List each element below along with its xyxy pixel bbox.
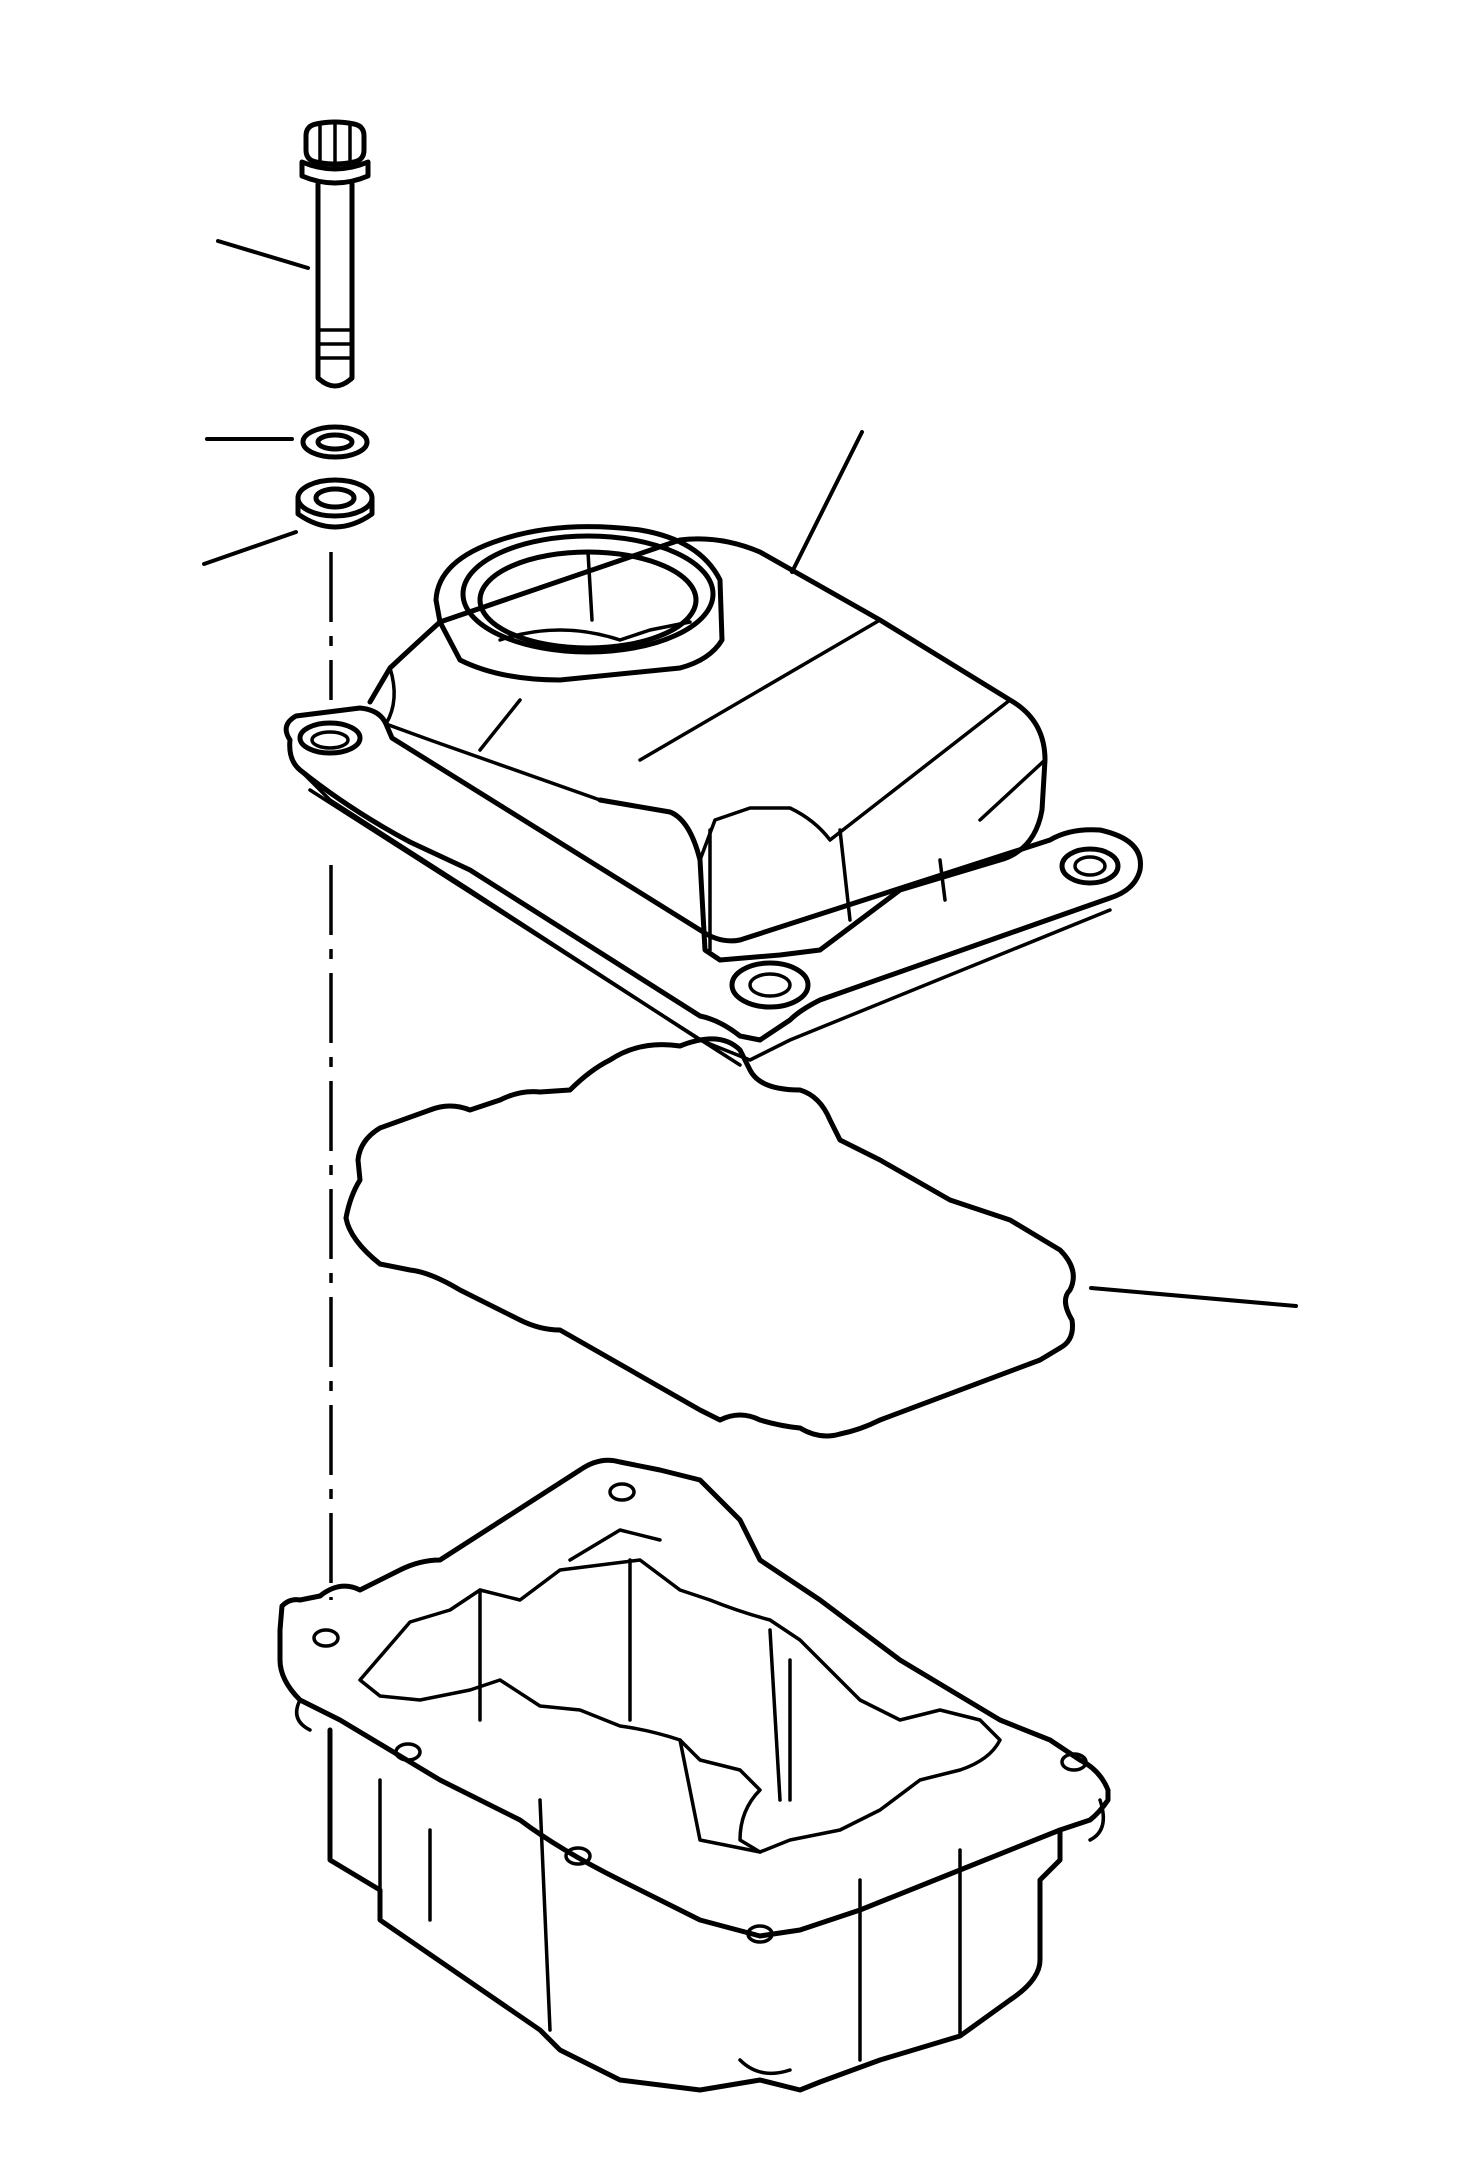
gasket-icon: [343, 1036, 1076, 1439]
leader-line-bolt: [216, 239, 310, 270]
leader-line-spacer: [202, 530, 298, 566]
case-icon: [277, 1457, 1111, 2093]
washer-icon: [300, 424, 370, 460]
cover-icon: [283, 524, 1143, 1067]
leader-line-cover: [790, 430, 864, 574]
bolt-icon: [299, 119, 371, 389]
spacer-icon: [295, 477, 375, 530]
leader-line-gasket: [1089, 1286, 1298, 1308]
callout-leaders: [202, 239, 1298, 1308]
